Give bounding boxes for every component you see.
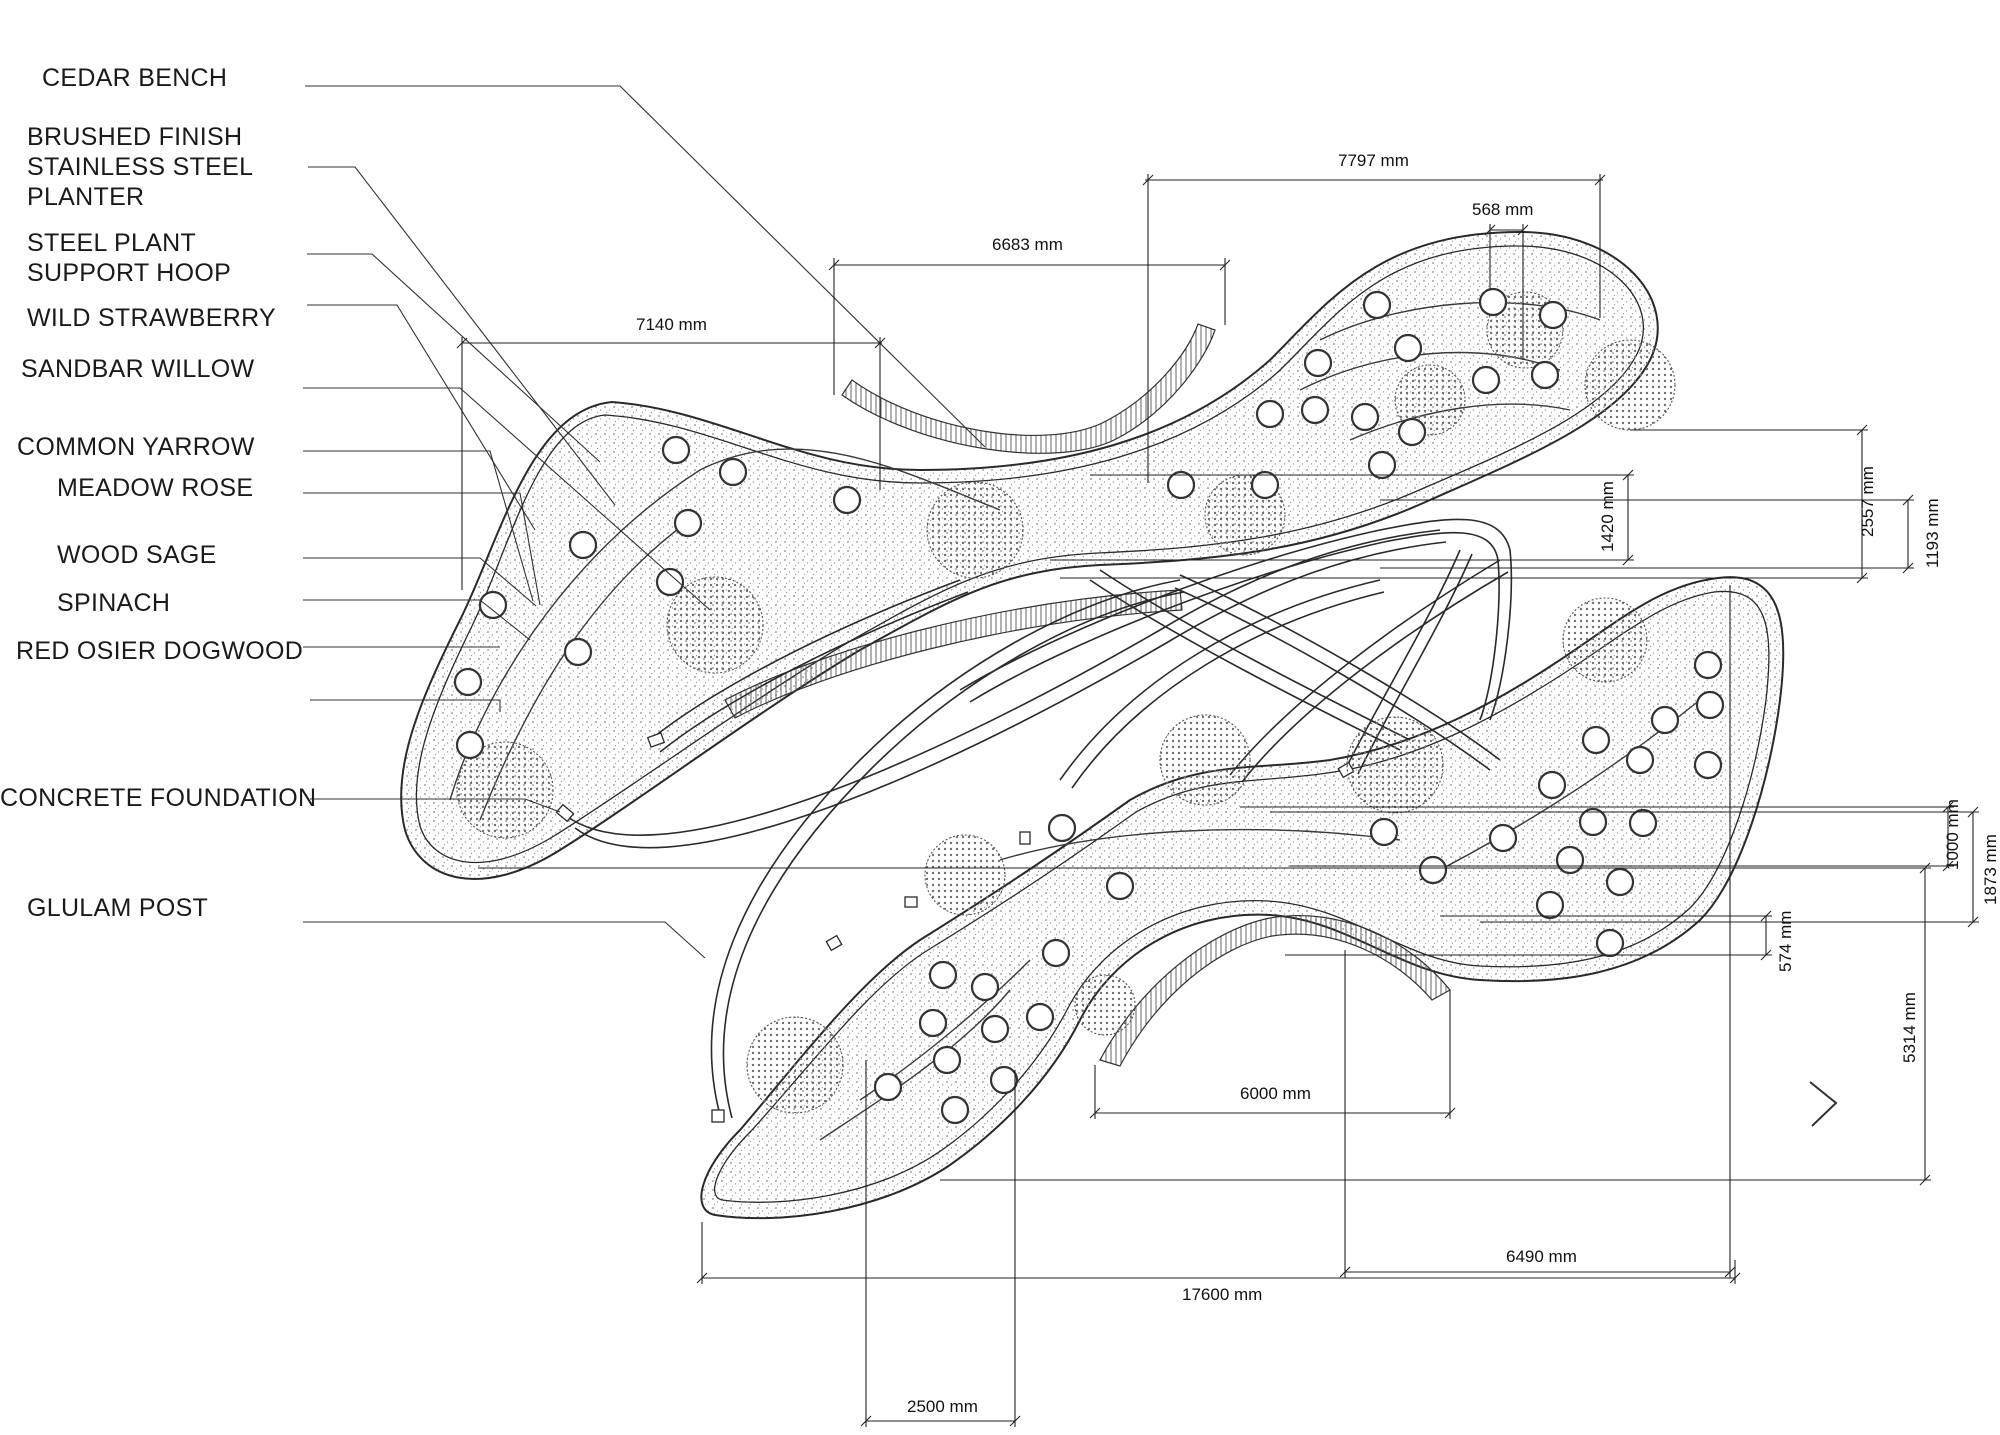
small-plants — [453, 287, 1725, 1125]
dim-2500: 2500 mm — [907, 1397, 978, 1416]
dim-7797: 7797 mm — [1338, 151, 1409, 170]
label-cedar-bench: CEDAR BENCH — [42, 64, 228, 92]
label-common-yarrow: COMMON YARROW — [17, 433, 255, 461]
label-glulam-post: GLULAM POST — [27, 894, 209, 922]
lower-planter — [700, 576, 1785, 1220]
dim-5314: 5314 mm — [1900, 992, 1919, 1063]
dim-2557: 2557 mm — [1858, 466, 1877, 537]
dim-6000: 6000 mm — [1240, 1084, 1311, 1103]
label-sandbar-willow: SANDBAR WILLOW — [21, 355, 255, 383]
label-red-osier-dogwood: RED OSIER DOGWOOD — [16, 637, 304, 665]
label-support-hoop: STEEL PLANT SUPPORT HOOP — [27, 229, 232, 287]
label-wild-strawberry: WILD STRAWBERRY — [27, 304, 276, 332]
cedar-bench-upper — [841, 323, 1216, 454]
cedar-bench-middle — [724, 589, 1183, 719]
leader-lines — [303, 85, 986, 959]
dim-1193: 1193 mm — [1923, 498, 1942, 568]
dimension-ticks — [456, 174, 1979, 1427]
upper-planter — [400, 230, 1659, 880]
label-meadow-rose: MEADOW ROSE — [57, 474, 254, 502]
dim-1420: 1420 mm — [1598, 481, 1617, 552]
dim-574: 574 mm — [1776, 911, 1795, 972]
glulam-posts — [555, 732, 1355, 1123]
chevron-right-icon[interactable] — [1809, 1081, 1838, 1127]
large-shrubs — [456, 291, 1676, 1114]
label-concrete-foundation: CONCRETE FOUNDATION — [0, 784, 317, 812]
dimension-lines — [461, 174, 1979, 1427]
dim-1873: 1873 mm — [1981, 834, 2000, 905]
steel-hoops — [564, 518, 1513, 1119]
dim-568: 568 mm — [1472, 200, 1533, 219]
dim-17600: 17600 mm — [1182, 1285, 1262, 1304]
lower-planter-outline — [700, 576, 1785, 1220]
upper-planter-outline — [400, 230, 1659, 880]
dim-6490: 6490 mm — [1506, 1247, 1577, 1266]
label-wood-sage: WOOD SAGE — [57, 541, 217, 569]
label-steel-planter: BRUSHED FINISH STAINLESS STEEL PLANTER — [27, 123, 254, 211]
dimension-labels: 7797 mm 568 mm 6683 mm 7140 mm 2557 mm 1… — [636, 151, 2000, 1416]
label-spinach: SPINACH — [57, 589, 171, 617]
dim-6683: 6683 mm — [992, 235, 1063, 254]
dim-7140: 7140 mm — [636, 315, 707, 334]
dim-1000: 1000 mm — [1943, 799, 1962, 870]
